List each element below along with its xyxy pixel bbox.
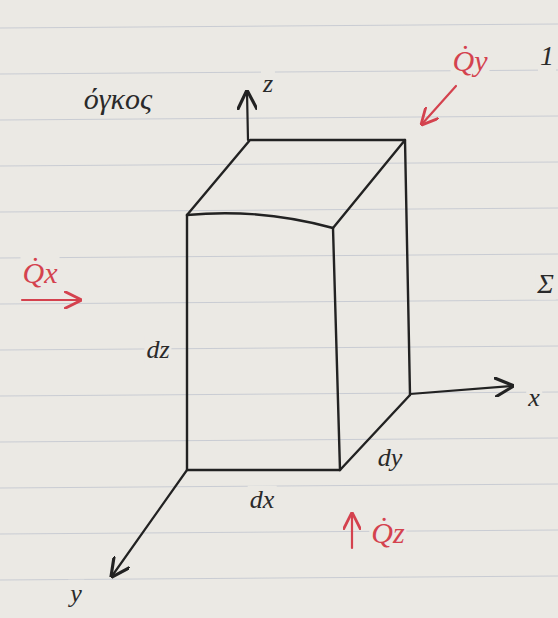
volume-note: όγκος xyxy=(82,82,154,115)
axis-name: x xyxy=(526,384,542,413)
margin-note: Σ xyxy=(535,269,556,300)
dimension-label: dy xyxy=(376,444,405,473)
prism xyxy=(187,140,410,470)
dimension-label: dx xyxy=(248,486,277,515)
axis-name: y xyxy=(68,580,84,609)
notebook-ruling xyxy=(0,24,558,580)
axes xyxy=(112,92,512,576)
dimension-label: dz xyxy=(144,336,171,365)
heat-flow-arrows xyxy=(22,86,456,548)
heat-flow-label: Q̇z xyxy=(369,516,406,549)
axis-name: z xyxy=(261,70,275,99)
margin-note: 1 xyxy=(538,41,556,72)
heat-flow-label: Q̇y xyxy=(451,44,490,77)
heat-flow-label: Q̇x xyxy=(21,256,60,289)
